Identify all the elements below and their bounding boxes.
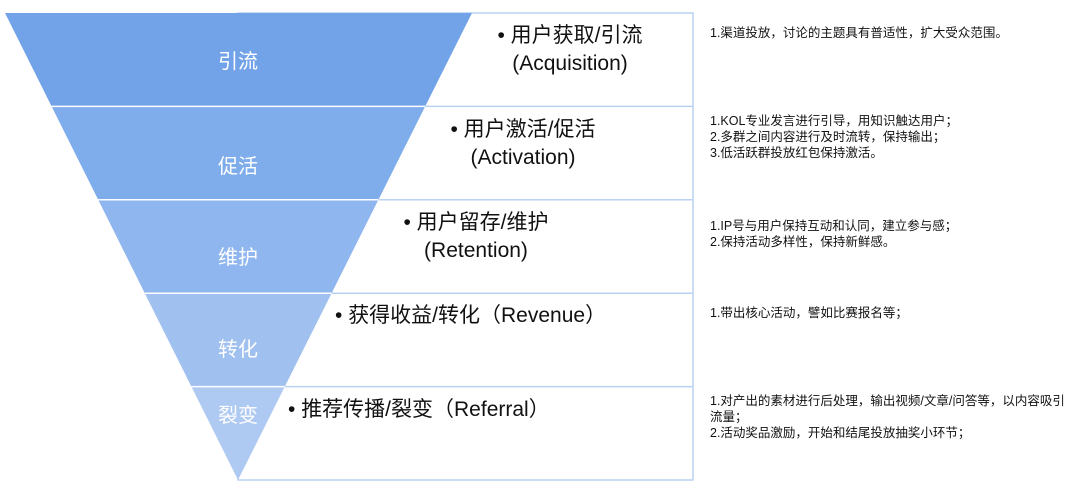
bullet-icon: •	[450, 118, 464, 141]
funnel-band-referral	[191, 386, 285, 480]
stage-description-retention: 1.IP号与用户保持互动和认同，建立参与感； 2.保持活动多样性，保持新鲜感。	[710, 219, 958, 249]
stage-label-activation: 促活	[218, 156, 258, 178]
funnel-band-acquisition	[5, 13, 472, 107]
stage-title-revenue: • 获得收益/转化（Revenue）	[335, 304, 607, 327]
bullet-icon: •	[288, 398, 302, 421]
stage-title-referral: • 推荐传播/裂变（Referral）	[288, 398, 550, 421]
bullet-icon: •	[335, 304, 349, 327]
stage-title-retention: • 用户留存/维护 (Retention)	[403, 211, 549, 262]
stage-label-acquisition: 引流	[218, 51, 258, 73]
stage-description-referral: 1.对产出的素材进行后处理，输出视频/文章/问答等，以内容吸引流量； 2.活动奖…	[710, 394, 1065, 440]
funnel-band-activation	[51, 106, 426, 200]
bullet-icon: •	[403, 211, 417, 234]
stage-title-acquisition: • 用户获取/引流 (Acquisition)	[497, 24, 643, 75]
stage-description-acquisition: 1.渠道投放，讨论的主题具有普适性，扩大受众范围。	[710, 26, 1008, 40]
stage-label-referral: 裂变	[218, 405, 258, 427]
stage-description-activation: 1.KOL专业发言进行引导，用知识触达用户； 2.多群之间内容进行及时流转，保持…	[710, 114, 958, 160]
funnel-band-retention	[98, 199, 379, 294]
funnel-band-revenue	[144, 293, 332, 387]
stage-description-revenue: 1.带出核心活动，譬如比赛报名等；	[710, 306, 908, 320]
stage-label-revenue: 转化	[218, 339, 258, 361]
stage-label-retention: 维护	[218, 247, 258, 269]
stage-title-activation: • 用户激活/促活 (Activation)	[450, 118, 596, 169]
bullet-icon: •	[497, 24, 511, 47]
